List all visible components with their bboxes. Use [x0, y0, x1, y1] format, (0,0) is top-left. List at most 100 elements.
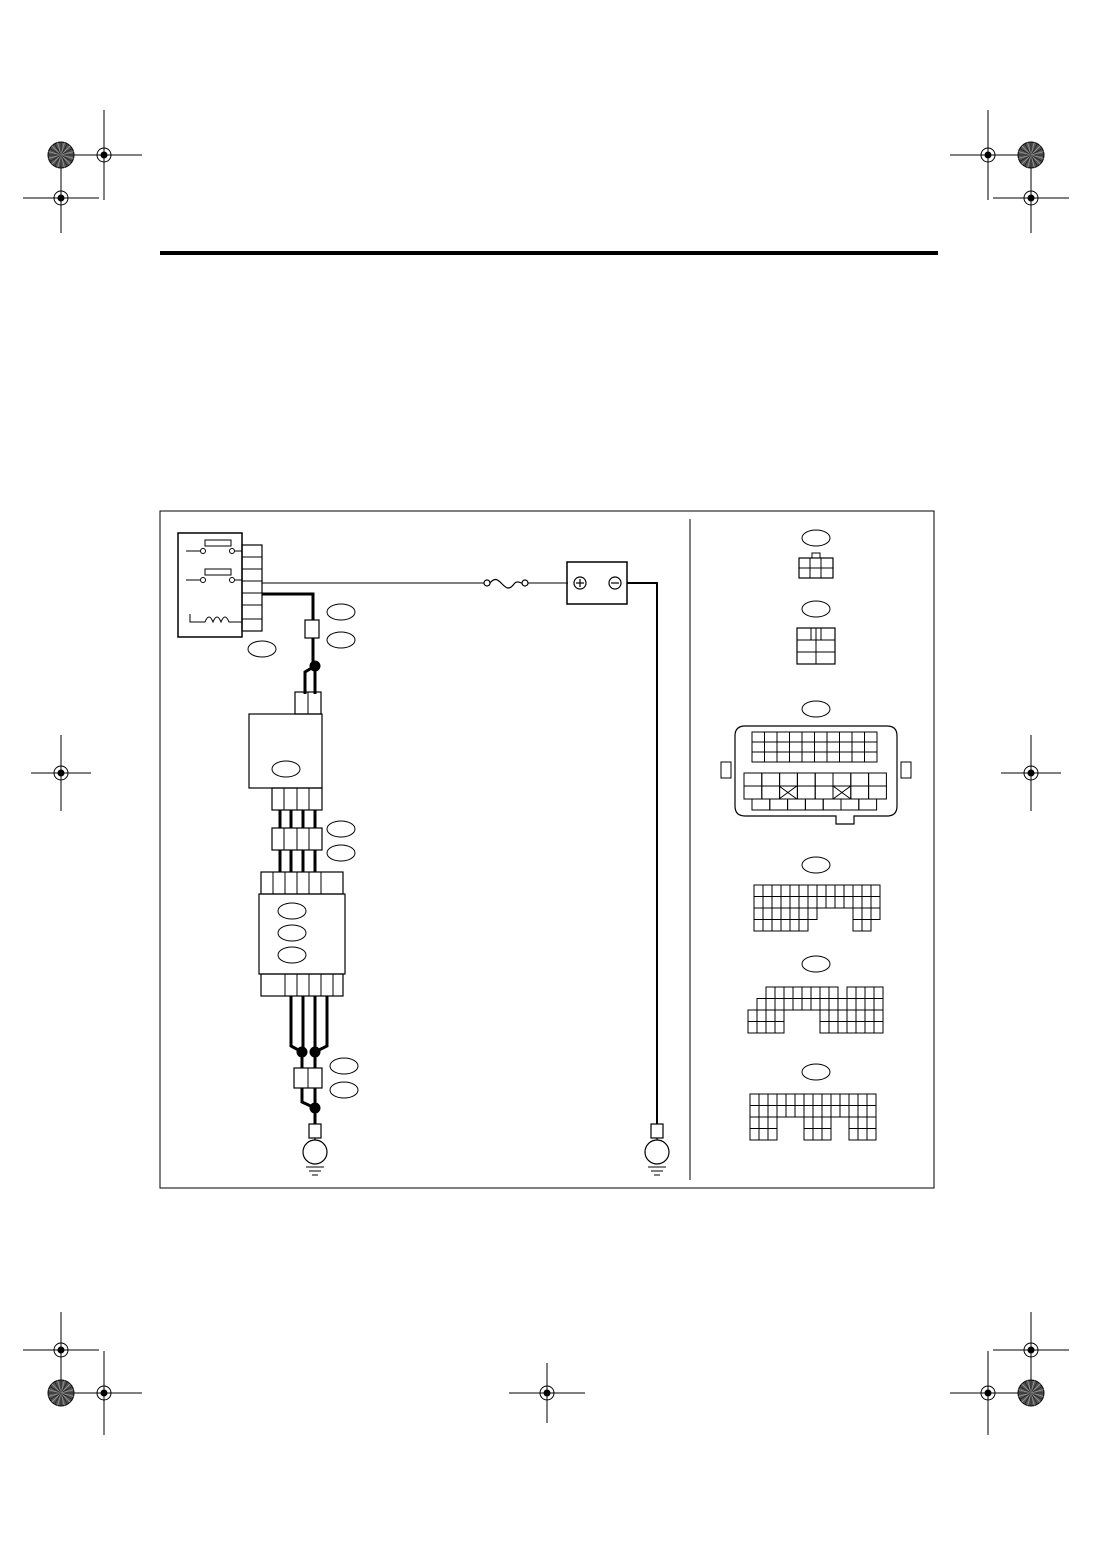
connector-pin	[822, 798, 842, 811]
connector-pin	[765, 998, 776, 1011]
connector-pin	[771, 896, 782, 909]
connector-pin	[771, 919, 782, 932]
connector-pin	[864, 741, 878, 753]
connector-pin	[852, 919, 863, 932]
connector-pin	[828, 1021, 839, 1034]
connector-pin	[864, 986, 875, 999]
crosshair-icon	[950, 1351, 1026, 1435]
connector-pin	[803, 1105, 814, 1118]
connector-pin	[779, 772, 798, 787]
starburst-icon	[47, 1379, 75, 1407]
connector-pin	[821, 1093, 832, 1106]
callout-oval	[326, 820, 356, 838]
connector-pin	[843, 896, 854, 909]
relay-icon	[177, 532, 263, 638]
connector-pin	[774, 1009, 785, 1022]
connector-pin	[785, 1093, 796, 1106]
connector-pin	[873, 1021, 884, 1034]
connector-pin	[814, 751, 828, 763]
connector-pin	[825, 884, 836, 897]
connector-pin	[803, 1128, 814, 1141]
connector-pin	[751, 741, 765, 753]
connector-pin	[855, 986, 866, 999]
connector-pin	[850, 785, 870, 800]
connector-pin	[804, 798, 824, 811]
connector-pin	[832, 772, 852, 787]
starburst-icon	[47, 141, 75, 169]
connector-pin	[767, 1116, 778, 1129]
connector-pin	[762, 896, 773, 909]
battery-icon	[566, 561, 628, 605]
connector-pin	[783, 986, 794, 999]
connector-pin	[850, 772, 870, 787]
connector-pin	[780, 919, 791, 932]
connector-pin	[851, 751, 865, 763]
registration-marks	[23, 110, 1069, 1435]
crosshair-icon	[993, 1312, 1069, 1388]
connector-pin	[753, 907, 764, 920]
connector-pin	[765, 1021, 776, 1034]
crosshair-icon	[66, 110, 142, 200]
connector-pin	[848, 1128, 859, 1141]
connector-pin	[780, 884, 791, 897]
module-icon	[248, 691, 323, 811]
connector-pin	[821, 1128, 832, 1141]
connector-pin	[758, 1093, 769, 1106]
connector-pin	[852, 907, 863, 920]
connector-pin	[819, 986, 830, 999]
connector-pin	[798, 896, 809, 909]
connector-pin	[753, 884, 764, 897]
starburst-icon	[1017, 1379, 1045, 1407]
connector-pin	[839, 741, 853, 753]
connector-pin	[866, 1093, 877, 1106]
connector-pin	[801, 998, 812, 1011]
connector-pin	[801, 751, 815, 763]
connector-pin	[767, 1093, 778, 1106]
connector-pin	[774, 986, 785, 999]
connector-pin	[873, 998, 884, 1011]
connector-pin	[851, 741, 865, 753]
connector-pin	[861, 907, 872, 920]
connector-pin	[816, 884, 827, 897]
connector-pin	[771, 907, 782, 920]
connector-pin	[873, 986, 884, 999]
relay-module-wire	[262, 592, 321, 694]
connector-pin	[857, 1128, 868, 1141]
connector-pin	[761, 785, 781, 800]
crosshair-icon	[993, 163, 1069, 233]
connector-pin	[837, 1021, 848, 1034]
connector-pin	[765, 1009, 776, 1022]
connector-pin	[776, 751, 790, 763]
connector-pin	[780, 896, 791, 909]
connector-pin	[830, 1105, 841, 1118]
connector-pin	[812, 1116, 823, 1129]
module-link-wire	[271, 810, 323, 872]
connector-pin	[767, 1105, 778, 1118]
connector-pin	[798, 919, 809, 932]
connector-pin	[864, 1021, 875, 1034]
fuse-icon	[483, 579, 529, 589]
connector-pin	[814, 785, 834, 800]
connector-pin	[868, 785, 887, 800]
connector-pin	[816, 896, 827, 909]
connector-view-multi-pin-a	[753, 856, 881, 932]
connector-pin	[792, 998, 803, 1011]
connector-pin	[821, 1105, 832, 1118]
connector-pin	[807, 896, 818, 909]
connector-pin	[789, 884, 800, 897]
connector-pin	[839, 751, 853, 763]
connector-pin	[864, 751, 878, 763]
connector-pin	[756, 998, 767, 1011]
module-icon	[258, 871, 346, 997]
connector-pin	[834, 896, 845, 909]
connector-pin	[803, 1116, 814, 1129]
connector-pin	[837, 998, 848, 1011]
crosshair-icon	[950, 110, 1026, 200]
connector-pin	[864, 998, 875, 1011]
ground-icon	[644, 1123, 670, 1176]
connector-pin	[749, 1116, 760, 1129]
connector-pin	[807, 884, 818, 897]
connector-view-small-6-pin-split	[796, 600, 836, 665]
connector-pin	[774, 998, 785, 1011]
